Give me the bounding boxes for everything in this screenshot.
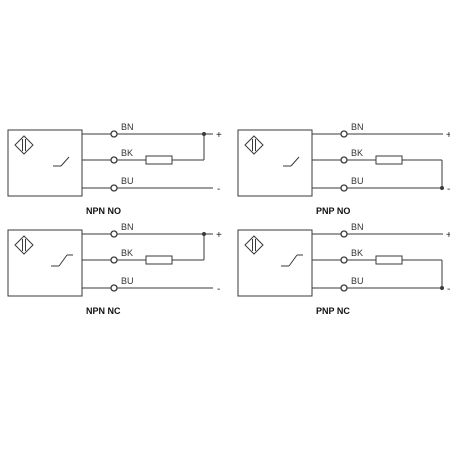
wire-label: BN — [351, 122, 364, 132]
resistor-icon — [375, 155, 403, 165]
diagram-caption: PNP NC — [316, 306, 350, 316]
diagram-4: BN BK BU + - PNP NC — [237, 222, 450, 316]
terminal-icon — [340, 130, 348, 138]
plus-sign: + — [446, 230, 450, 241]
junction-dot-icon — [202, 132, 206, 136]
wire-label: BK — [121, 248, 133, 258]
terminal-icon — [340, 284, 348, 292]
sensor-symbol-icon — [244, 235, 264, 255]
wire-label: BN — [121, 122, 134, 132]
terminal-icon — [340, 230, 348, 238]
resistor-icon — [145, 255, 173, 265]
sensor-body — [237, 129, 313, 197]
terminal-icon — [340, 156, 348, 164]
junction-dot-icon — [440, 286, 444, 290]
plus-sign: + — [216, 130, 222, 141]
plus-sign: + — [216, 230, 222, 241]
resistor-icon — [145, 155, 173, 165]
diagram-2: BN BK BU + - PNP NO — [237, 122, 450, 216]
wire-label: BK — [351, 148, 363, 158]
terminal-icon — [110, 184, 118, 192]
sensor-body — [237, 229, 313, 297]
wire-label: BN — [121, 222, 134, 232]
terminal-icon — [340, 184, 348, 192]
diagram-caption: NPN NO — [86, 206, 121, 216]
terminal-icon — [110, 284, 118, 292]
switch-contact-icon — [53, 156, 70, 167]
wire-label: BK — [121, 148, 133, 158]
diagram-1: BN BK BU + - NPN NO — [7, 122, 222, 216]
switch-contact-icon — [51, 254, 73, 267]
sensor-body — [7, 129, 83, 197]
resistor-icon — [375, 255, 403, 265]
junction-dot-icon — [440, 186, 444, 190]
wire-label: BU — [351, 176, 364, 186]
switch-contact-icon — [281, 254, 303, 267]
wire-label: BU — [351, 276, 364, 286]
sensor-symbol-icon — [14, 135, 34, 155]
terminal-icon — [110, 130, 118, 138]
diagram-3: BN BK BU + - NPN NC — [7, 222, 222, 316]
minus-sign: - — [447, 184, 450, 195]
terminal-icon — [340, 256, 348, 264]
switch-contact-icon — [283, 156, 300, 167]
terminal-icon — [110, 156, 118, 164]
sensor-symbol-icon — [244, 135, 264, 155]
minus-sign: - — [217, 184, 220, 195]
junction-dot-icon — [202, 232, 206, 236]
sensor-body — [7, 229, 83, 297]
wire-label: BK — [351, 248, 363, 258]
wire-label: BN — [351, 222, 364, 232]
minus-sign: - — [217, 284, 220, 295]
diagram-caption: PNP NO — [316, 206, 350, 216]
diagram-caption: NPN NC — [86, 306, 121, 316]
wire-label: BU — [121, 276, 134, 286]
wire-label: BU — [121, 176, 134, 186]
terminal-icon — [110, 256, 118, 264]
plus-sign: + — [446, 130, 450, 141]
minus-sign: - — [447, 284, 450, 295]
terminal-icon — [110, 230, 118, 238]
sensor-symbol-icon — [14, 235, 34, 255]
